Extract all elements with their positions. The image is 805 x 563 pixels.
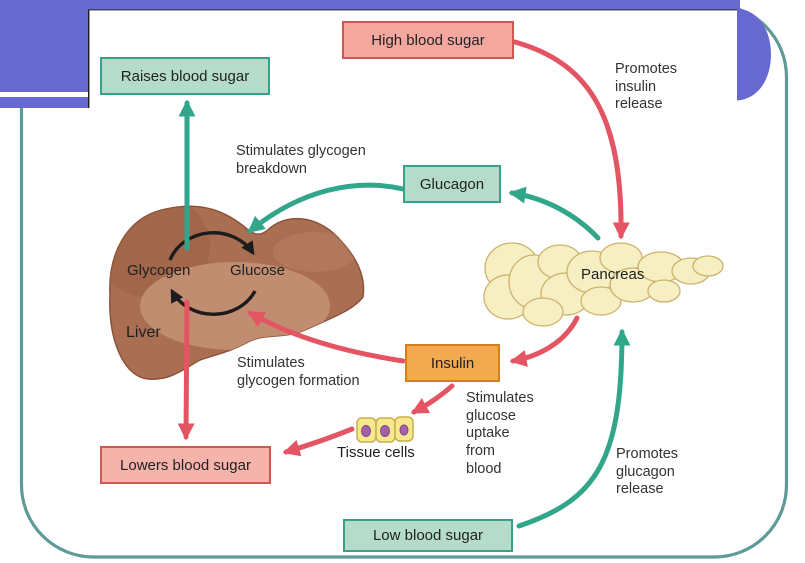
- arrow-insulin-to-tissue: [411, 383, 455, 415]
- tissue-cells-shape: [356, 416, 414, 443]
- promotes-glucagon-release-label: Promotes glucagon release: [616, 446, 679, 498]
- liver-shape: [109, 205, 365, 380]
- liver-label: Liver: [126, 324, 161, 341]
- high-blood-sugar-box: High blood sugar: [342, 21, 514, 59]
- tissue-cells-label: Tissue cells: [337, 444, 415, 461]
- promotes-insulin-release-label: Promotes insulin release: [615, 61, 678, 113]
- arrow-liver-to-lowers: [177, 299, 195, 441]
- lowers-blood-sugar-box: Lowers blood sugar: [100, 446, 271, 484]
- banner-decoration: [0, 0, 771, 108]
- glucagon-box: Glucagon: [403, 165, 501, 203]
- arrow-high-to-pancreas: [512, 39, 630, 240]
- stimulates-glycogen-breakdown-label: Stimulates glycogen breakdown: [236, 143, 366, 177]
- stimulates-glycogen-formation-label: Stimulates glycogen formation: [237, 355, 360, 389]
- pancreas-shape: [483, 242, 724, 327]
- raises-blood-sugar-box: Raises blood sugar: [100, 57, 270, 95]
- arrow-pancreas-to-glucagon: [508, 186, 601, 241]
- glucose-label: Glucose: [230, 262, 286, 279]
- insulin-pathway-arrows: [177, 39, 630, 457]
- pancreas-label: Pancreas: [581, 266, 645, 283]
- arrow-tissue-to-lowers: [282, 426, 355, 457]
- glycogen-glucose-cycle: [168, 231, 257, 316]
- insulin-box: Insulin: [405, 344, 500, 382]
- glycogen-label: Glycogen: [127, 262, 191, 279]
- low-blood-sugar-box: Low blood sugar: [343, 519, 513, 552]
- arrow-pancreas-to-insulin: [509, 315, 580, 367]
- arrow-glucagon-to-liver: [247, 182, 406, 234]
- stimulates-glucose-uptake-label: Stimulates glucose uptake from blood: [466, 390, 534, 477]
- glucagon-pathway-arrows: [178, 99, 631, 529]
- arrow-low-to-pancreas: [516, 328, 631, 529]
- arrow-insulin-to-liver: [247, 310, 406, 364]
